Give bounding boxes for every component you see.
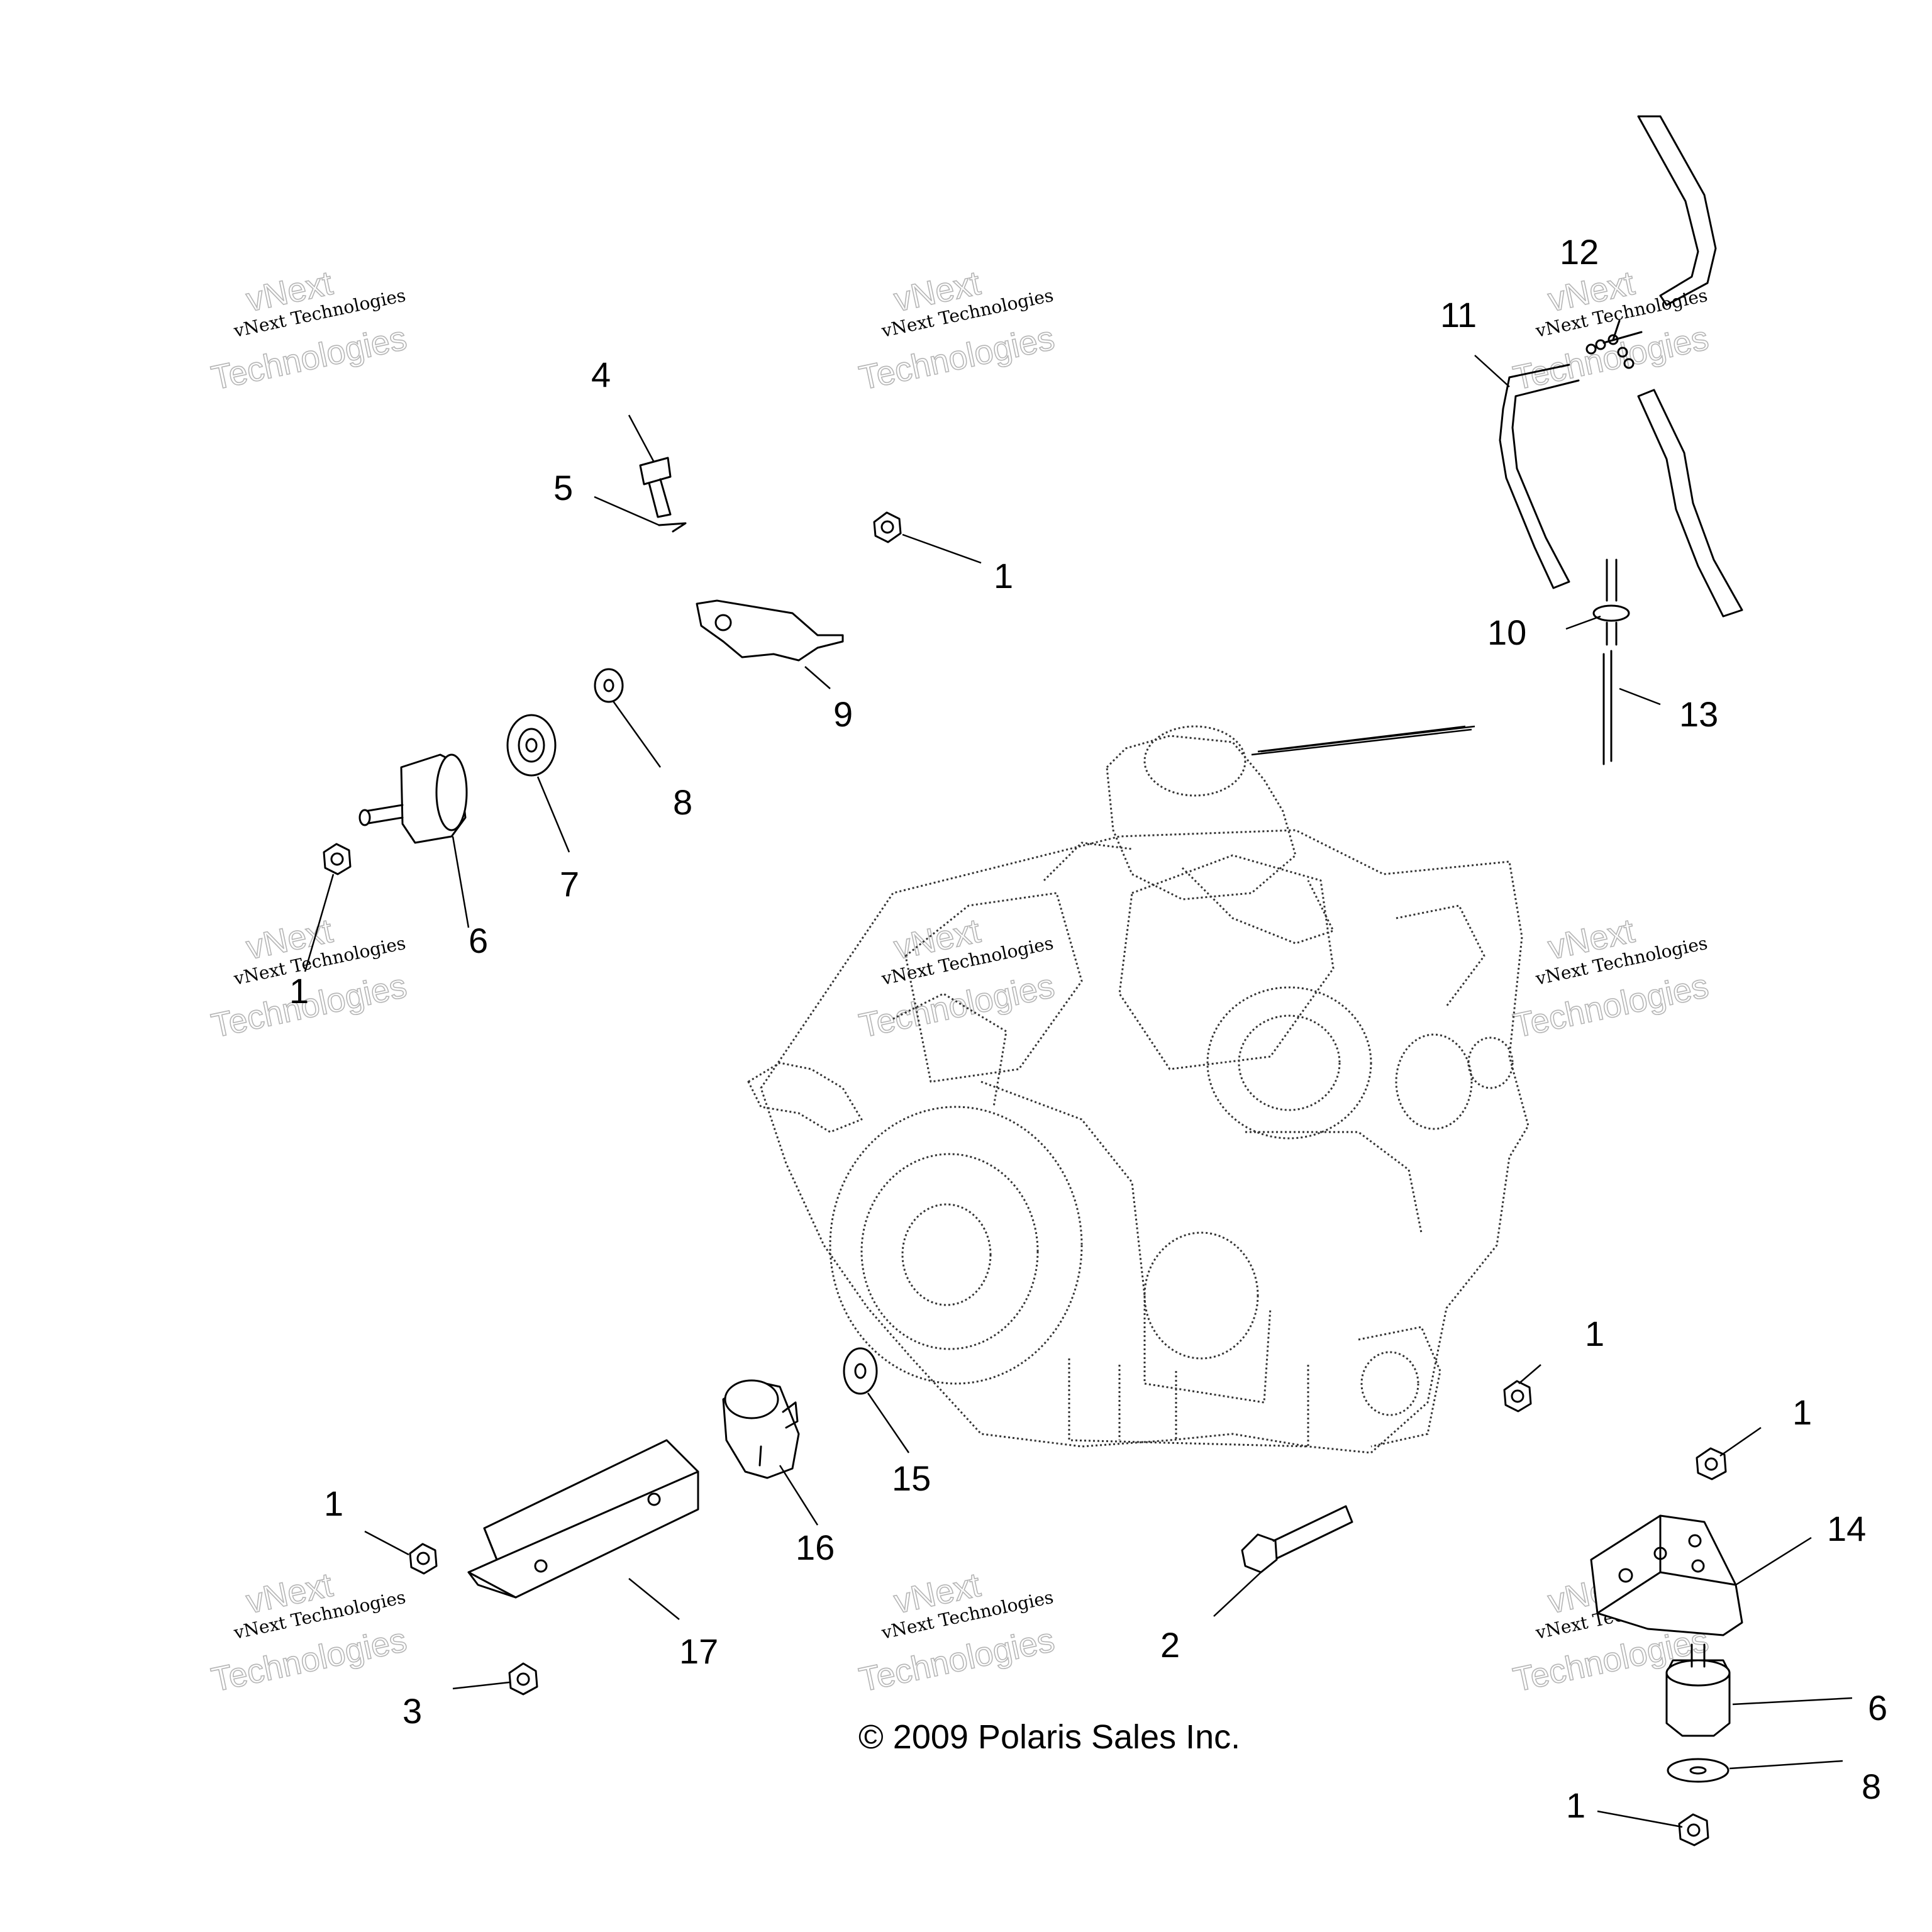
watermark-bottom-center: vNext vNext Technologies Technologies [855, 1565, 1058, 1699]
callout-13: 13 [1679, 694, 1718, 734]
callout-8-right: 8 [1862, 1767, 1881, 1806]
flange-nut-part-left [323, 843, 352, 875]
callout-16: 16 [796, 1528, 835, 1567]
leader-lines [304, 355, 1853, 1828]
rubber-mount-part-6-left [358, 753, 468, 844]
bolt-part-4 [639, 457, 672, 518]
callout-1-bottom-left: 1 [324, 1484, 343, 1523]
callout-7: 7 [560, 864, 579, 904]
bushing-part-7 [506, 714, 557, 777]
copyright-notice: © 2009 Polaris Sales Inc. [858, 1718, 1240, 1756]
flange-nut-part-top [873, 511, 902, 543]
bracket-part-14 [1590, 1514, 1743, 1636]
callout-2: 2 [1160, 1625, 1180, 1665]
long-bolt-part-2 [1241, 1505, 1353, 1574]
channel-bracket-part-17 [467, 1439, 699, 1599]
callout-14: 14 [1827, 1509, 1866, 1548]
callout-11: 11 [1440, 295, 1477, 335]
upper-hose-part [1637, 115, 1717, 306]
bracket-hole-part-9 [714, 614, 732, 631]
watermark-top-left: vNext vNext Technologies Technologies [208, 264, 410, 397]
flange-nut-part-mid [1503, 1380, 1532, 1413]
watermark-top-center: vNext vNext Technologies Technologies [855, 264, 1058, 397]
callout-1-bottom-right: 1 [1566, 1785, 1585, 1825]
callout-1-left: 1 [289, 971, 309, 1011]
callout-17: 17 [679, 1631, 718, 1671]
watermark-mid-right: vNext vNext Technologies Technologies [1509, 911, 1712, 1045]
washer-part-15 [843, 1347, 878, 1395]
callout-12: 12 [1560, 232, 1599, 272]
lower-hose-part [1637, 389, 1743, 618]
flange-nut-part-bottom-left [409, 1543, 438, 1575]
callout-6-right: 6 [1868, 1688, 1887, 1728]
washer-part-8-right [1667, 1758, 1729, 1783]
vent-tube-part [1602, 650, 1613, 765]
callout-1-mid: 1 [1585, 1314, 1604, 1353]
callout-10: 10 [1487, 613, 1526, 652]
callout-5: 5 [553, 468, 573, 508]
callout-1-right: 1 [1792, 1392, 1812, 1432]
callout-15: 15 [892, 1458, 931, 1498]
watermark-top-right: vNext vNext Technologies Technologies [1509, 264, 1712, 397]
nut-part-3 [508, 1662, 538, 1696]
flange-nut-part-bottom-right [1678, 1813, 1709, 1846]
callout-1-top: 1 [994, 556, 1013, 596]
watermark-bottom-left: vNext vNext Technologies Technologies [208, 1565, 410, 1699]
flange-nut-part-right [1696, 1447, 1727, 1480]
clamp-part [1585, 319, 1643, 369]
wire-part-5 [658, 522, 687, 533]
callout-8-left: 8 [673, 782, 692, 822]
vent-fitting-part [1592, 558, 1630, 646]
breather-hose-part [1499, 364, 1580, 589]
callout-labels: 11 12 10 13 4 5 1 9 8 7 6 1 15 16 17 1 3… [289, 232, 1887, 1825]
bracket-part-9 [696, 599, 844, 662]
washer-part-8-left [594, 668, 624, 703]
engine-assembly [747, 725, 1530, 1454]
callout-9: 9 [833, 694, 853, 734]
callout-6-left: 6 [469, 921, 488, 960]
rubber-mount-part-16 [722, 1379, 800, 1479]
rubber-mount-part-6-right [1665, 1643, 1731, 1737]
callout-3: 3 [402, 1691, 422, 1731]
callout-4: 4 [591, 355, 611, 394]
